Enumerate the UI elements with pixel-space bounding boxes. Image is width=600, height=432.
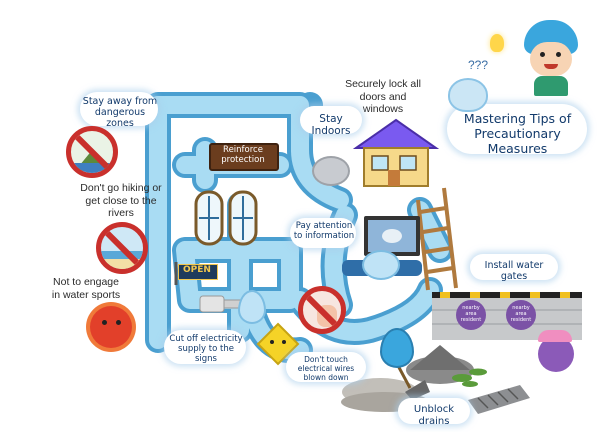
red-spiky-character bbox=[90, 306, 132, 348]
no-touch-wires-sign-icon bbox=[298, 286, 346, 334]
open-sign bbox=[178, 264, 218, 280]
purple-cap-character bbox=[538, 336, 574, 372]
lock-doors-label: Securely lock all doors and windows bbox=[345, 78, 421, 116]
no-water-sports-label: Not to engage in water sports bbox=[51, 276, 121, 301]
resident-character bbox=[506, 300, 536, 330]
lightbulb-icon bbox=[490, 34, 504, 52]
resident-character bbox=[456, 300, 486, 330]
reinforce-protection-label: Reinforce protection bbox=[221, 145, 265, 166]
water-gates-cloud bbox=[470, 254, 558, 280]
no-touch-wires-label: Don't touch electrical wires blown down bbox=[297, 355, 355, 382]
resident-1-label: nearby area resident bbox=[460, 305, 482, 323]
cut-electricity-cloud bbox=[164, 330, 246, 364]
stay-indoors-label: Stay Indoors bbox=[311, 113, 351, 138]
water-gates-label: Install water gates bbox=[484, 260, 544, 283]
red-character-eye-icon bbox=[102, 320, 107, 325]
stay-indoors-cloud bbox=[300, 106, 362, 134]
water-drop-character bbox=[238, 290, 266, 324]
attention-cloud bbox=[290, 218, 356, 248]
wind-creature-house bbox=[312, 156, 350, 186]
open-sign-label: OPEN bbox=[183, 265, 211, 275]
attention-label: Pay attention to information bbox=[293, 221, 355, 242]
stay-away-cloud bbox=[80, 92, 158, 126]
no-touch-wires-cloud bbox=[286, 352, 366, 382]
pink-cap-icon bbox=[538, 330, 572, 342]
drain-drop-character bbox=[380, 328, 414, 368]
wind-ghost-icon bbox=[448, 78, 488, 112]
stay-away-label: Stay away from dangerous zones bbox=[82, 96, 158, 130]
mascot-avatar bbox=[520, 20, 582, 96]
title-cloud bbox=[447, 104, 587, 154]
resident-2-label: nearby area resident bbox=[510, 305, 532, 323]
reinforce-protection-sign bbox=[209, 143, 279, 171]
unblock-drains-cloud bbox=[398, 398, 470, 424]
no-hiking-label: Don't go hiking or get close to the rive… bbox=[80, 182, 162, 220]
no-water-sports-sign-icon bbox=[96, 222, 148, 274]
cut-electricity-label: Cut off electricity supply to the signs bbox=[169, 334, 243, 365]
page-title: Mastering Tips of Precautionary Measures bbox=[463, 111, 572, 156]
unblock-drains-label: Unblock drains bbox=[413, 404, 455, 427]
no-hiking-sign-icon bbox=[66, 126, 118, 178]
cloud-creature-sofa bbox=[362, 250, 400, 280]
question-marks: ??? bbox=[467, 58, 489, 72]
red-character-eye-icon bbox=[116, 320, 121, 325]
